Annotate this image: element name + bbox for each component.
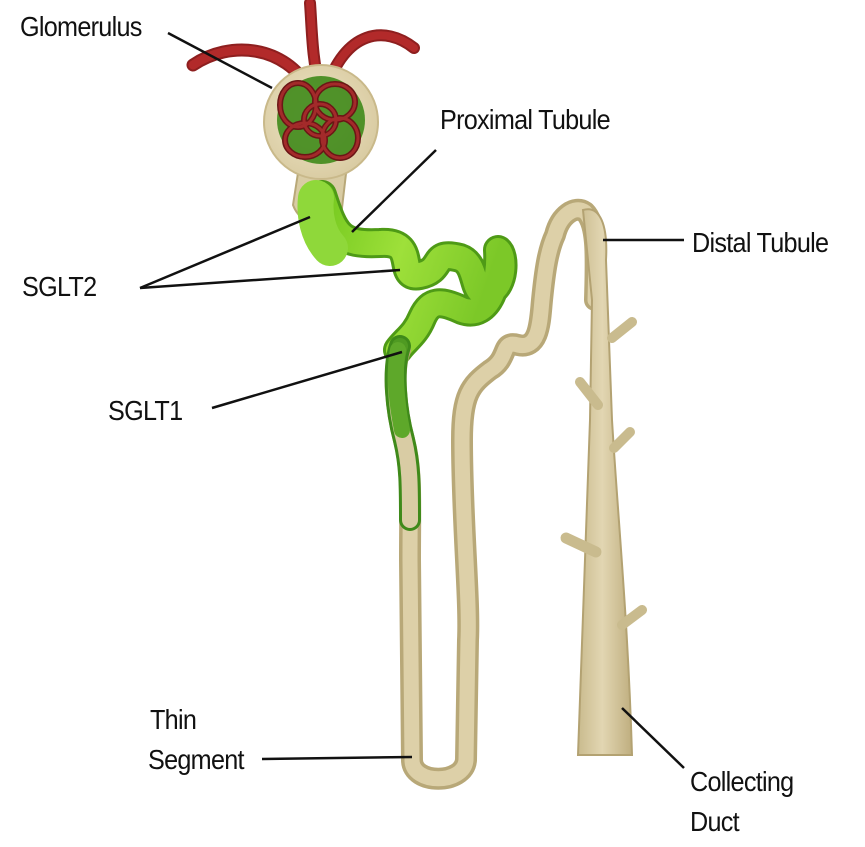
collecting-duct [566, 209, 642, 755]
label-collecting-duct-line2: Duct [690, 805, 739, 839]
label-collecting-duct-line1: Collecting [690, 765, 793, 799]
label-distal-tubule: Distal Tubule [692, 226, 828, 260]
label-proximal-tubule: Proximal Tubule [440, 103, 610, 137]
proximal-tubule [316, 195, 503, 350]
label-thin-segment-line2: Segment [148, 743, 244, 777]
label-glomerulus: Glomerulus [20, 10, 142, 44]
glomerulus-capsule [264, 65, 378, 179]
label-sglt2: SGLT2 [22, 270, 96, 304]
label-thin-segment-line1: Thin [150, 703, 196, 737]
label-sglt1: SGLT1 [108, 394, 182, 428]
